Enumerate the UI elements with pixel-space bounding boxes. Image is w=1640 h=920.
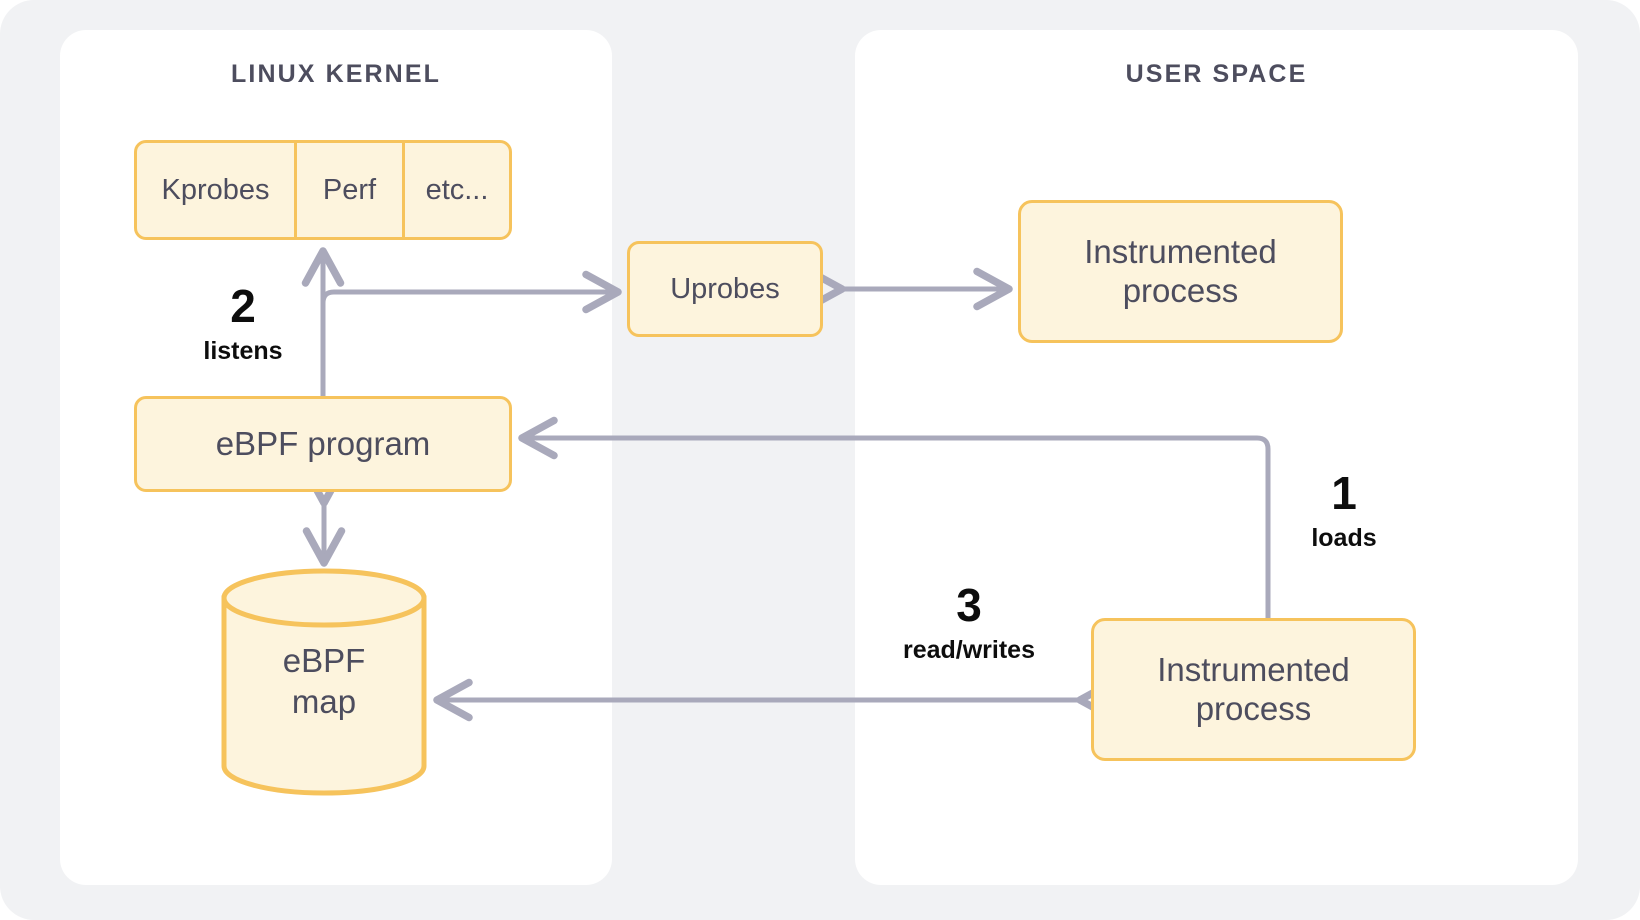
step-label-3: 3 read/writes xyxy=(884,582,1054,663)
node-ebpf-program-label: eBPF program xyxy=(215,424,431,462)
step-label-2: 2 listens xyxy=(185,283,301,364)
instr-top-line1: Instrumented xyxy=(1084,232,1277,270)
node-ebpf-map-label: eBPF map xyxy=(220,640,428,723)
node-perf-label[interactable]: Perf xyxy=(294,143,402,237)
node-ebpf-program[interactable]: eBPF program xyxy=(134,396,512,492)
step-1-number: 1 xyxy=(1331,467,1357,519)
step-2-caption: listens xyxy=(203,337,283,365)
instr-bottom-line2: process xyxy=(1195,689,1312,727)
node-kernel-probes[interactable]: Kprobes Perf etc... xyxy=(134,140,512,240)
node-instrumented-process-bottom-label: Instrumented process xyxy=(1157,651,1350,729)
step-2-number: 2 xyxy=(230,280,256,332)
node-kprobes-label[interactable]: Kprobes xyxy=(161,173,270,206)
node-instrumented-process-bottom[interactable]: Instrumented process xyxy=(1091,618,1416,761)
ebpf-map-line1: eBPF xyxy=(282,642,366,679)
node-etc-label[interactable]: etc... xyxy=(402,143,509,237)
step-3-caption: read/writes xyxy=(902,636,1035,664)
node-uprobes-label: Uprobes xyxy=(670,272,780,305)
node-instrumented-process-top-label: Instrumented process xyxy=(1084,233,1277,311)
node-ebpf-map[interactable]: eBPF map xyxy=(220,568,428,796)
step-1-caption: loads xyxy=(1311,524,1377,552)
instr-top-line2: process xyxy=(1122,271,1239,309)
step-3-number: 3 xyxy=(956,579,982,631)
node-uprobes[interactable]: Uprobes xyxy=(627,241,823,337)
step-label-1: 1 loads xyxy=(1286,470,1402,551)
panel-title-linux-kernel: LINUX KERNEL xyxy=(231,60,441,88)
panel-title-user-space: USER SPACE xyxy=(1125,60,1308,88)
node-instrumented-process-top[interactable]: Instrumented process xyxy=(1018,200,1343,343)
ebpf-map-line2: map xyxy=(291,683,357,721)
cylinder-shape xyxy=(221,568,427,796)
instr-bottom-line1: Instrumented xyxy=(1157,650,1350,688)
